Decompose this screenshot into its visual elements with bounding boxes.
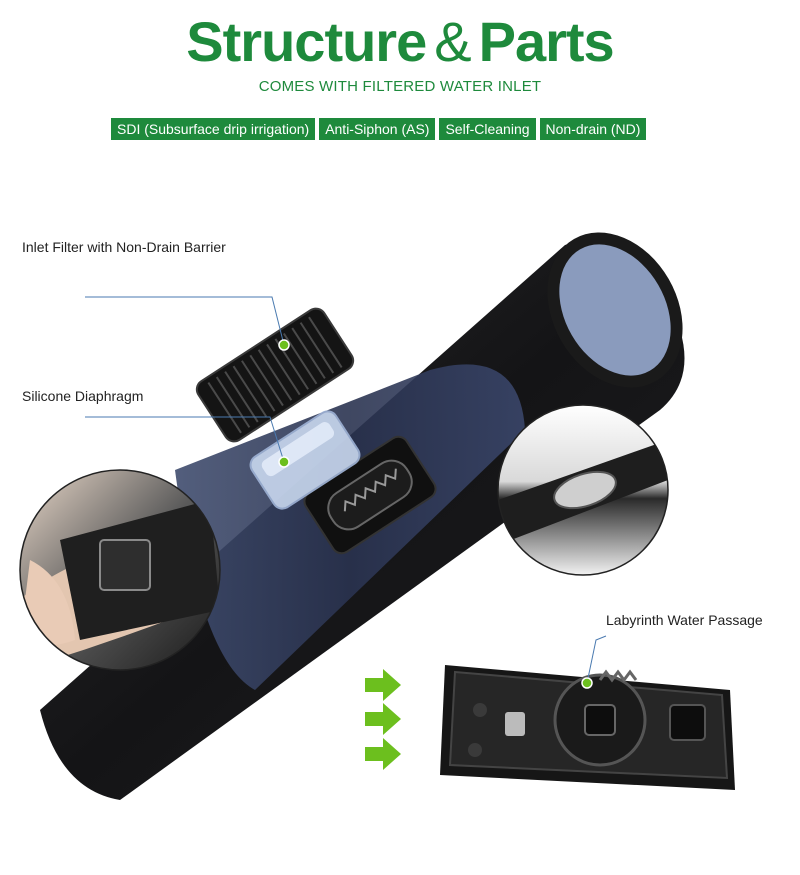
feature-tags: SDI (Subsurface drip irrigation) Anti-Si… <box>111 118 647 140</box>
flow-arrow-icon <box>365 669 401 701</box>
callout-lines <box>85 296 607 684</box>
flow-arrow-icon <box>365 738 401 770</box>
subtitle: COMES WITH FILTERED WATER INLET <box>258 78 542 95</box>
callout-dot-icon <box>581 677 593 689</box>
title-part-1: Structure <box>186 10 427 73</box>
callout-silicone-diaphragm: Silicone Diaphragm <box>22 388 144 404</box>
callout-dot-icon <box>278 456 290 468</box>
callout-inlet-filter: Inlet Filter with Non-Drain Barrier <box>22 239 226 255</box>
page-title: Structure&Parts <box>0 10 800 74</box>
callout-dot-icon <box>278 339 290 351</box>
flow-arrow-icon <box>365 703 401 735</box>
callout-dots <box>278 339 593 689</box>
zoom-circle-left <box>19 469 221 671</box>
inlet-filter-part <box>195 307 355 443</box>
zoom-circle-right <box>497 404 669 576</box>
tag-self-cleaning: Self-Cleaning <box>439 118 536 140</box>
emitter-in-pipe <box>303 435 437 555</box>
flow-arrows <box>365 669 401 770</box>
tag-sdi: SDI (Subsurface drip irrigation) <box>111 118 316 140</box>
title-part-2: Parts <box>478 10 615 73</box>
labyrinth-emitter <box>440 665 735 790</box>
tag-anti-siphon: Anti-Siphon (AS) <box>319 118 436 140</box>
pipe-opening <box>559 244 671 376</box>
tag-non-drain: Non-drain (ND) <box>539 118 647 140</box>
callout-labyrinth: Labyrinth Water Passage <box>606 612 763 628</box>
title-ampersand: & <box>434 10 471 73</box>
